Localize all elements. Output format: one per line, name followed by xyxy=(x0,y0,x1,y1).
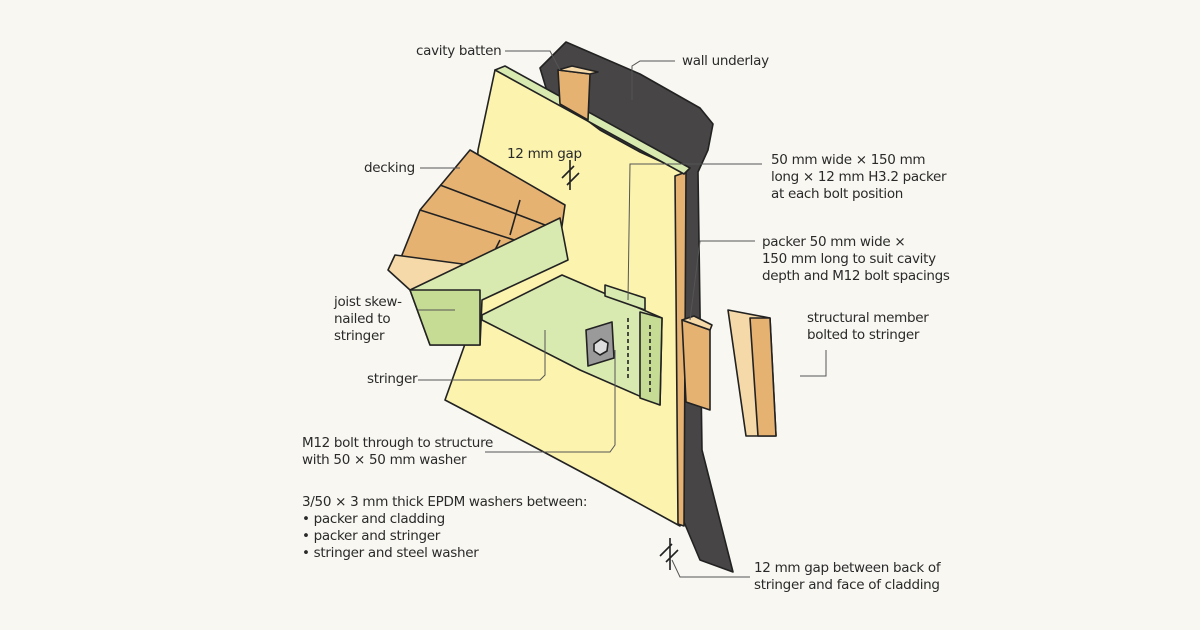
label-line: 12 mm gap between back of xyxy=(754,560,941,576)
label-line: 50 mm wide × 150 mm xyxy=(771,152,926,168)
label-line: packer 50 mm wide × xyxy=(762,234,906,250)
packer xyxy=(604,284,646,311)
label-gap-top: 12 mm gap xyxy=(507,146,582,162)
label-line: M12 bolt through to structure xyxy=(302,435,494,451)
label-stringer: stringer xyxy=(367,371,418,387)
label-line: joist skew- xyxy=(334,294,402,310)
label-washers: 3/50 × 3 mm thick EPDM washers between: … xyxy=(302,494,587,562)
label-wall-underlay: wall underlay xyxy=(682,53,769,69)
label-line: at each bolt position xyxy=(771,186,904,202)
label-packer-h32: 50 mm wide × 150 mm long × 12 mm H3.2 pa… xyxy=(771,152,947,203)
label-line: with 50 × 50 mm washer xyxy=(302,452,467,468)
label-line: stringer and face of cladding xyxy=(754,577,940,593)
washers-item: stringer and steel washer xyxy=(302,545,587,562)
label-gap-bottom: 12 mm gap between back of stringer and f… xyxy=(754,560,941,594)
label-line: structural member xyxy=(807,310,929,326)
label-line: depth and M12 bolt spacings xyxy=(762,268,950,284)
label-line: long × 12 mm H3.2 packer xyxy=(771,169,947,185)
label-decking: decking xyxy=(364,160,415,176)
label-joist: joist skew- nailed to stringer xyxy=(334,294,402,345)
cladding-top-edge xyxy=(494,65,691,175)
bolt-head xyxy=(593,338,609,356)
label-cavity-batten: cavity batten xyxy=(416,43,502,59)
label-line: stringer xyxy=(334,328,385,344)
leader-lines xyxy=(418,50,827,578)
label-line: nailed to xyxy=(334,311,391,327)
label-structural-member: structural member bolted to stringer xyxy=(807,310,929,344)
washers-item: packer and cladding xyxy=(302,511,587,528)
washers-list: packer and cladding packer and stringer … xyxy=(302,511,587,562)
label-packer-cavity: packer 50 mm wide × 150 mm long to suit … xyxy=(762,234,950,285)
cavity-packer xyxy=(681,319,711,411)
washers-heading: 3/50 × 3 mm thick EPDM washers between: xyxy=(302,494,588,510)
washers-item: packer and stringer xyxy=(302,528,587,545)
label-bolt: M12 bolt through to structure with 50 × … xyxy=(302,435,493,469)
label-line: 150 mm long to suit cavity xyxy=(762,251,936,267)
label-line: bolted to stringer xyxy=(807,327,920,343)
